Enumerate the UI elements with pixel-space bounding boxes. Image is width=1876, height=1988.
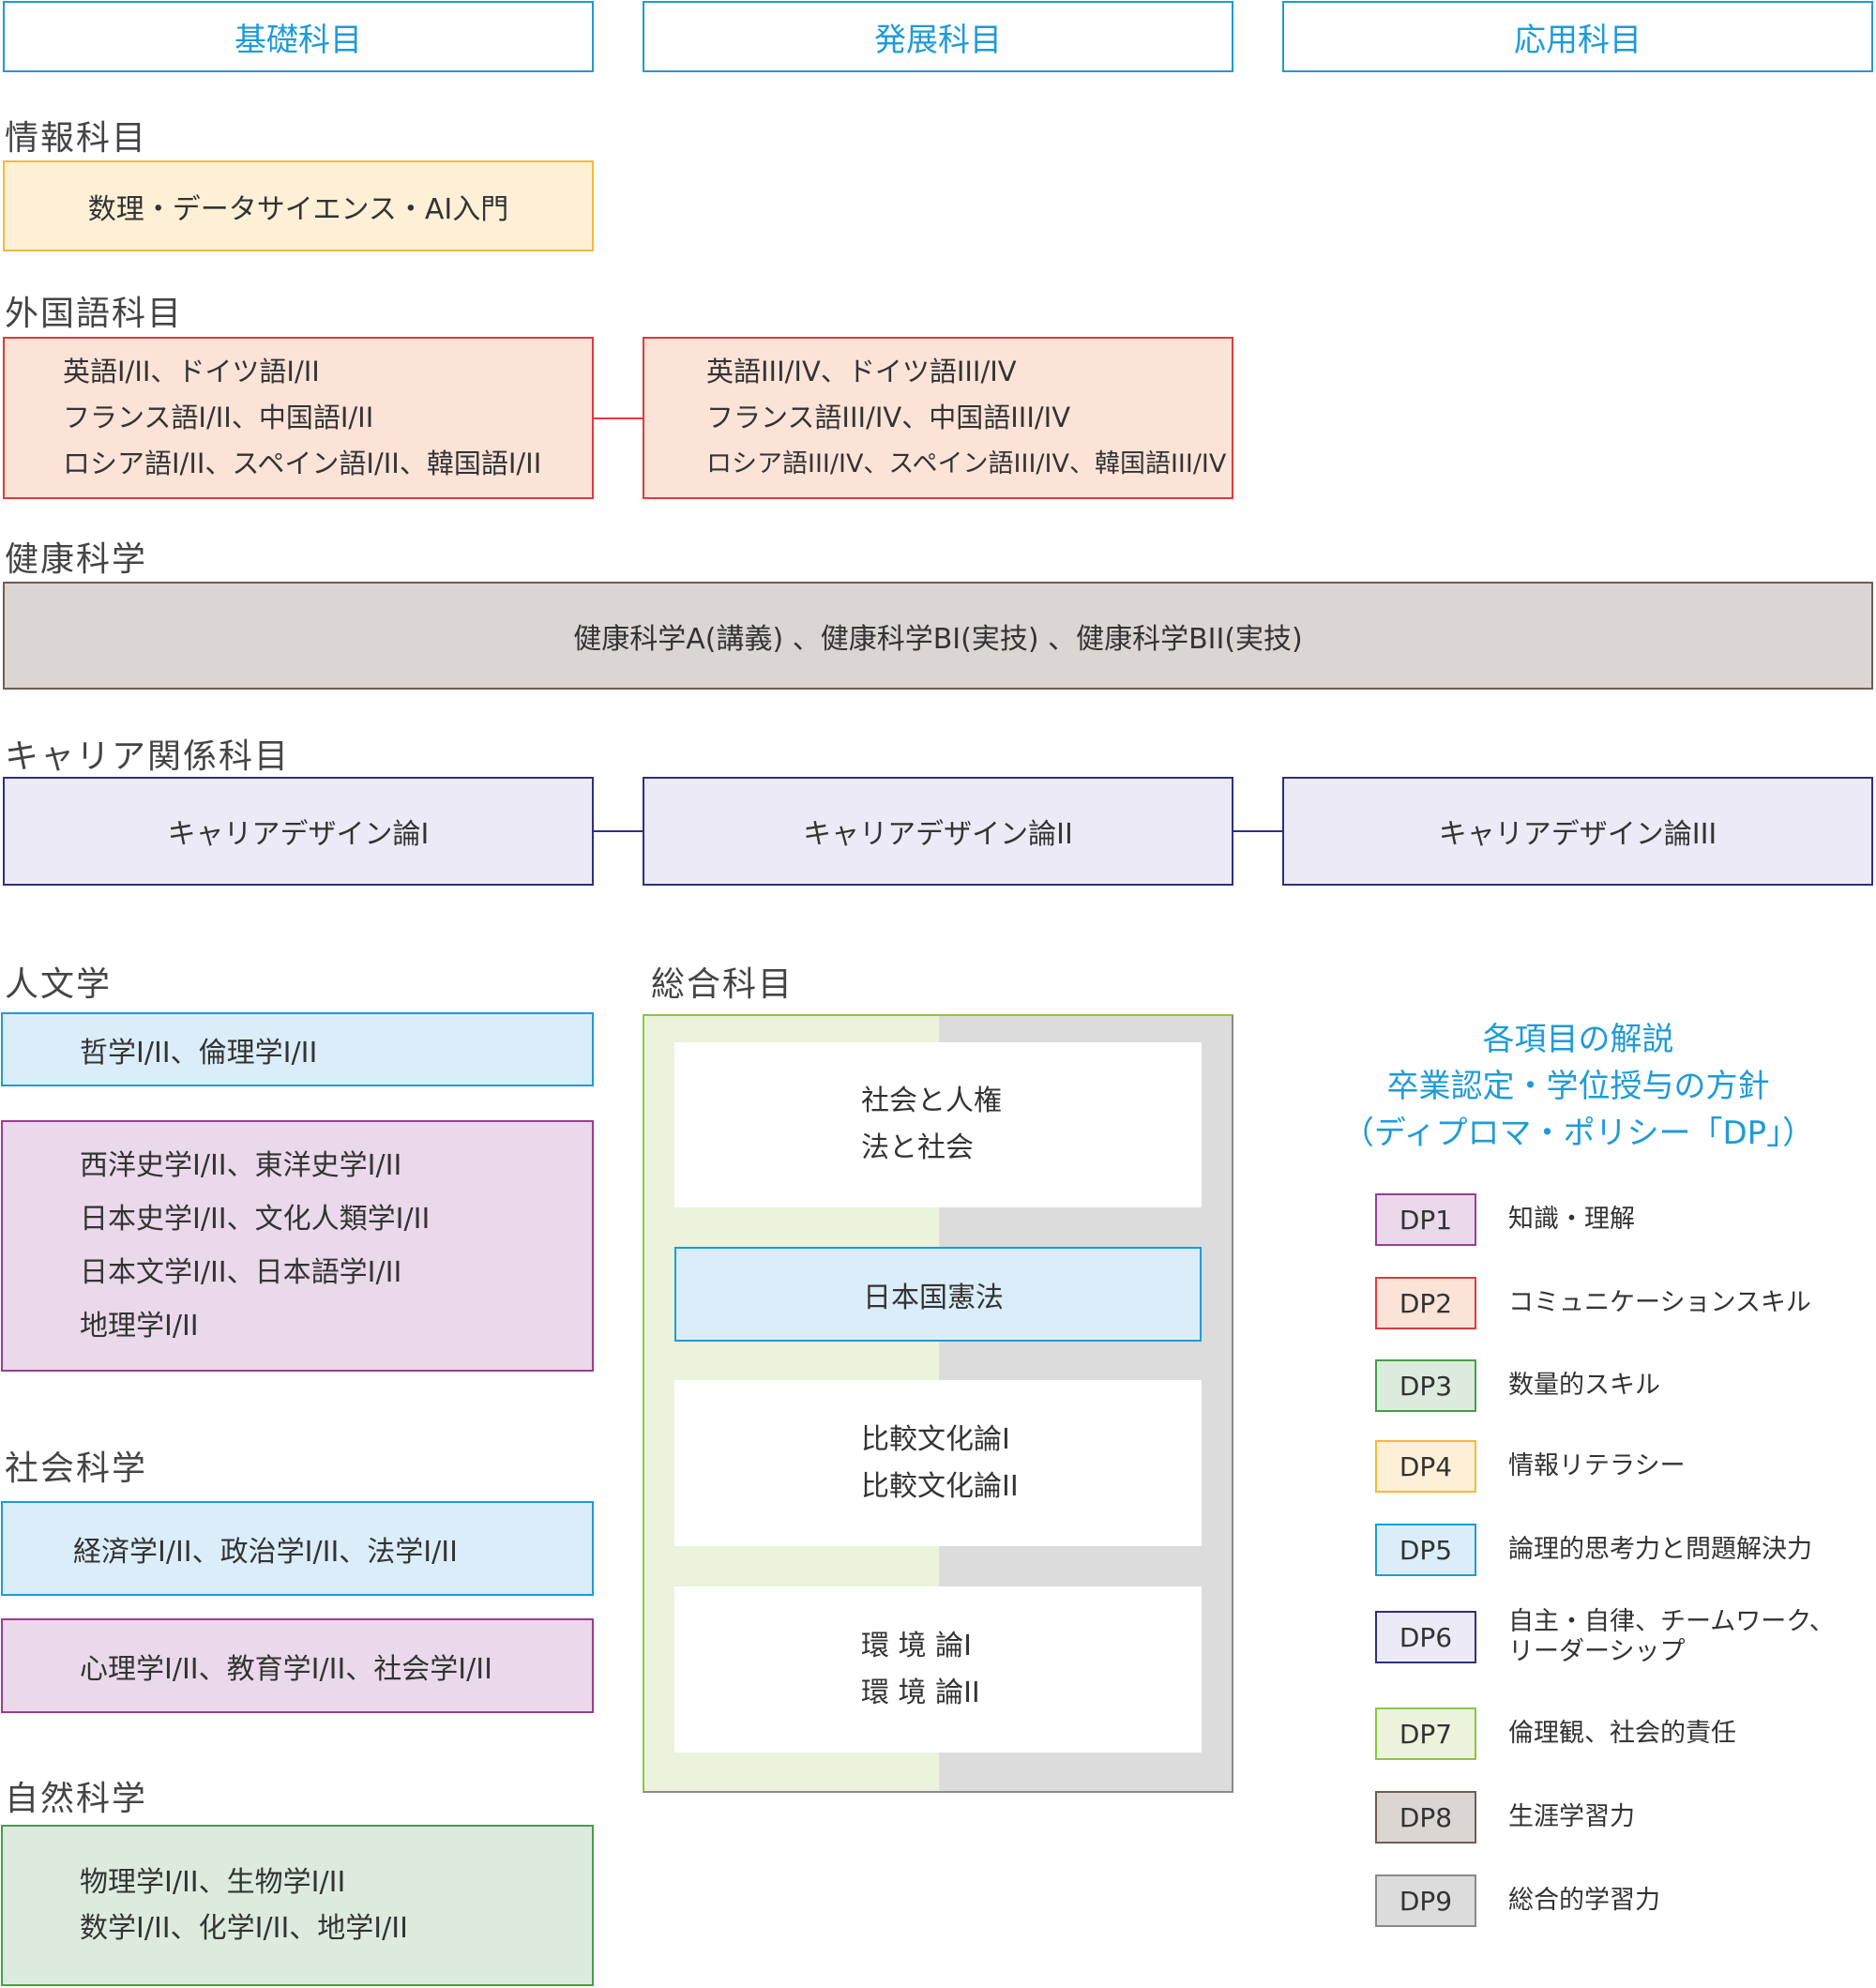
general-box-4: 環 境 論I 環 境 論II — [674, 1586, 1202, 1753]
social-box-2: 心理学I/II、教育学I/II、社会学I/II — [1, 1618, 594, 1713]
foreign-developing-line: フランス語III/IV、中国語III/IV — [706, 402, 1071, 433]
health-course-box: 健康科学A(講義) 、健康科学BI(実技) 、健康科学BII(実技) — [3, 582, 1873, 690]
legend-desc-line: 数量的スキル — [1508, 1371, 1660, 1400]
foreign-basic-line: 英語I/II、ドイツ語I/II — [63, 356, 320, 387]
legend-heading-line: （ディプロマ・ポリシー「DP」） — [1341, 1115, 1815, 1152]
foreign-basic-line: フランス語I/II、中国語I/II — [63, 402, 374, 433]
legend-code-dp9: DP9 — [1375, 1874, 1476, 1927]
career-course-1: キャリアデザイン論I — [167, 818, 430, 851]
career-course-3: キャリアデザイン論III — [1438, 818, 1717, 851]
legend-desc-line: 論理的思考力と問題解決力 — [1508, 1535, 1812, 1564]
legend-desc-dp3: 数量的スキル — [1508, 1371, 1660, 1401]
legend-desc-dp8: 生涯学習力 — [1508, 1802, 1635, 1832]
health-course: 健康科学A(講義) 、健康科学BI(実技) 、健康科学BII(実技) — [573, 622, 1303, 656]
legend-desc-line: 倫理観、社会的責任 — [1508, 1719, 1736, 1748]
natural-box: 物理学I/II、生物学I/II 数学I/II、化学I/II、地学I/II — [1, 1825, 594, 1986]
general-box-3: 比較文化論I 比較文化論II — [674, 1380, 1202, 1546]
legend-desc-line: 自主・自律、チームワーク、 — [1508, 1607, 1835, 1636]
humanities-line: 地理学I/II — [80, 1310, 199, 1343]
general-course: 比較文化論I — [861, 1422, 1010, 1456]
legend-code-dp4: DP4 — [1375, 1440, 1476, 1493]
career-course-box: キャリアデザイン論II — [643, 777, 1233, 886]
legend-heading: 各項目の解説 卒業認定・学位授与の方針 （ディプロマ・ポリシー「DP」） — [1313, 1016, 1843, 1157]
legend-code-dp2: DP2 — [1375, 1277, 1476, 1329]
general-course: 社会と人権 — [861, 1085, 1002, 1117]
legend-desc-dp7: 倫理観、社会的責任 — [1508, 1719, 1736, 1749]
legend-desc-line: コミュニケーションスキル — [1508, 1288, 1811, 1317]
career-course-box: キャリアデザイン論III — [1282, 777, 1873, 886]
header-developing: 発展科目 — [643, 1, 1233, 72]
legend-desc-dp1: 知識・理解 — [1508, 1205, 1635, 1235]
foreign-developing-line: 英語III/IV、ドイツ語III/IV — [706, 356, 1017, 387]
career-course-box: キャリアデザイン論I — [3, 777, 594, 886]
career-connector — [594, 830, 643, 832]
legend-code-dp8: DP8 — [1375, 1791, 1476, 1844]
humanities-course: 哲学I/II、倫理学I/II — [80, 1036, 318, 1070]
foreign-basic-box: 英語I/II、ドイツ語I/II フランス語I/II、中国語I/II ロシア語I/… — [3, 337, 594, 499]
foreign-basic-line: ロシア語I/II、スペイン語I/II、韓国語I/II — [63, 448, 542, 479]
general-title: 総合科目 — [651, 965, 794, 1004]
legend-code-dp6: DP6 — [1375, 1611, 1476, 1663]
info-course: 数理・データサイエンス・AI入門 — [87, 192, 509, 226]
general-course: 日本国憲法 — [863, 1281, 1004, 1314]
social-title: 社会科学 — [5, 1449, 148, 1488]
natural-title: 自然科学 — [5, 1780, 148, 1818]
natural-line: 数学I/II、化学I/II、地学I/II — [80, 1912, 408, 1945]
foreign-connector — [594, 417, 643, 419]
health-title: 健康科学 — [5, 540, 148, 579]
general-course: 比較文化論II — [861, 1469, 1019, 1503]
legend-desc-dp2: コミュニケーションスキル — [1508, 1288, 1811, 1318]
foreign-developing-box: 英語III/IV、ドイツ語III/IV フランス語III/IV、中国語III/I… — [643, 337, 1233, 499]
humanities-box-2: 西洋史学I/II、東洋史学I/II 日本史学I/II、文化人類学I/II 日本文… — [1, 1120, 594, 1372]
legend-desc-dp4: 情報リテラシー — [1508, 1451, 1685, 1481]
legend-desc-dp6: 自主・自律、チームワーク、リーダーシップ — [1508, 1607, 1835, 1667]
legend-desc-line: 知識・理解 — [1508, 1205, 1635, 1234]
legend-desc-line: 生涯学習力 — [1508, 1802, 1635, 1831]
header-applied: 応用科目 — [1282, 1, 1873, 72]
humanities-line: 日本史学I/II、文化人類学I/II — [80, 1203, 431, 1236]
humanities-line: 西洋史学I/II、東洋史学I/II — [80, 1149, 402, 1182]
info-course-box: 数理・データサイエンス・AI入門 — [3, 160, 594, 251]
social-box-1: 経済学I/II、政治学I/II、法学I/II — [1, 1501, 594, 1596]
general-box-1: 社会と人権 法と社会 — [674, 1042, 1202, 1207]
career-connector — [1233, 830, 1282, 832]
legend-desc-line: リーダーシップ — [1508, 1637, 1686, 1666]
general-course: 法と社会 — [861, 1131, 974, 1164]
legend-desc-dp9: 総合的学習力 — [1508, 1886, 1660, 1916]
foreign-developing-line: ロシア語III/IV、スペイン語III/IV、韓国語III/IV — [706, 449, 1227, 478]
legend-code-dp1: DP1 — [1375, 1193, 1476, 1246]
legend-heading-line: 各項目の解説 — [1482, 1021, 1674, 1058]
legend-desc-line: 総合的学習力 — [1508, 1886, 1660, 1915]
info-title: 情報科目 — [5, 119, 148, 158]
natural-line: 物理学I/II、生物学I/II — [80, 1866, 346, 1899]
legend-code-dp3: DP3 — [1375, 1359, 1476, 1412]
social-course: 心理学I/II、教育学I/II、社会学I/II — [80, 1652, 492, 1686]
foreign-title: 外国語科目 — [5, 295, 184, 333]
humanities-box-1: 哲学I/II、倫理学I/II — [1, 1012, 594, 1086]
legend-code-dp7: DP7 — [1375, 1707, 1476, 1760]
legend-code-dp5: DP5 — [1375, 1524, 1476, 1576]
general-course: 環 境 論I — [861, 1629, 972, 1662]
legend-desc-dp5: 論理的思考力と問題解決力 — [1508, 1535, 1812, 1565]
humanities-line: 日本文学I/II、日本語学I/II — [80, 1256, 402, 1289]
legend-heading-line: 卒業認定・学位授与の方針 — [1386, 1068, 1770, 1105]
general-box-2: 日本国憲法 — [674, 1247, 1202, 1342]
general-course: 環 境 論II — [861, 1676, 980, 1709]
header-basic: 基礎科目 — [3, 1, 594, 72]
career-title: キャリア関係科目 — [5, 737, 291, 776]
legend-desc-line: 情報リテラシー — [1508, 1451, 1686, 1480]
social-course: 経済学I/II、政治学I/II、法学I/II — [73, 1535, 458, 1569]
career-course-2: キャリアデザイン論II — [803, 818, 1073, 851]
humanities-title: 人文学 — [5, 965, 113, 1004]
